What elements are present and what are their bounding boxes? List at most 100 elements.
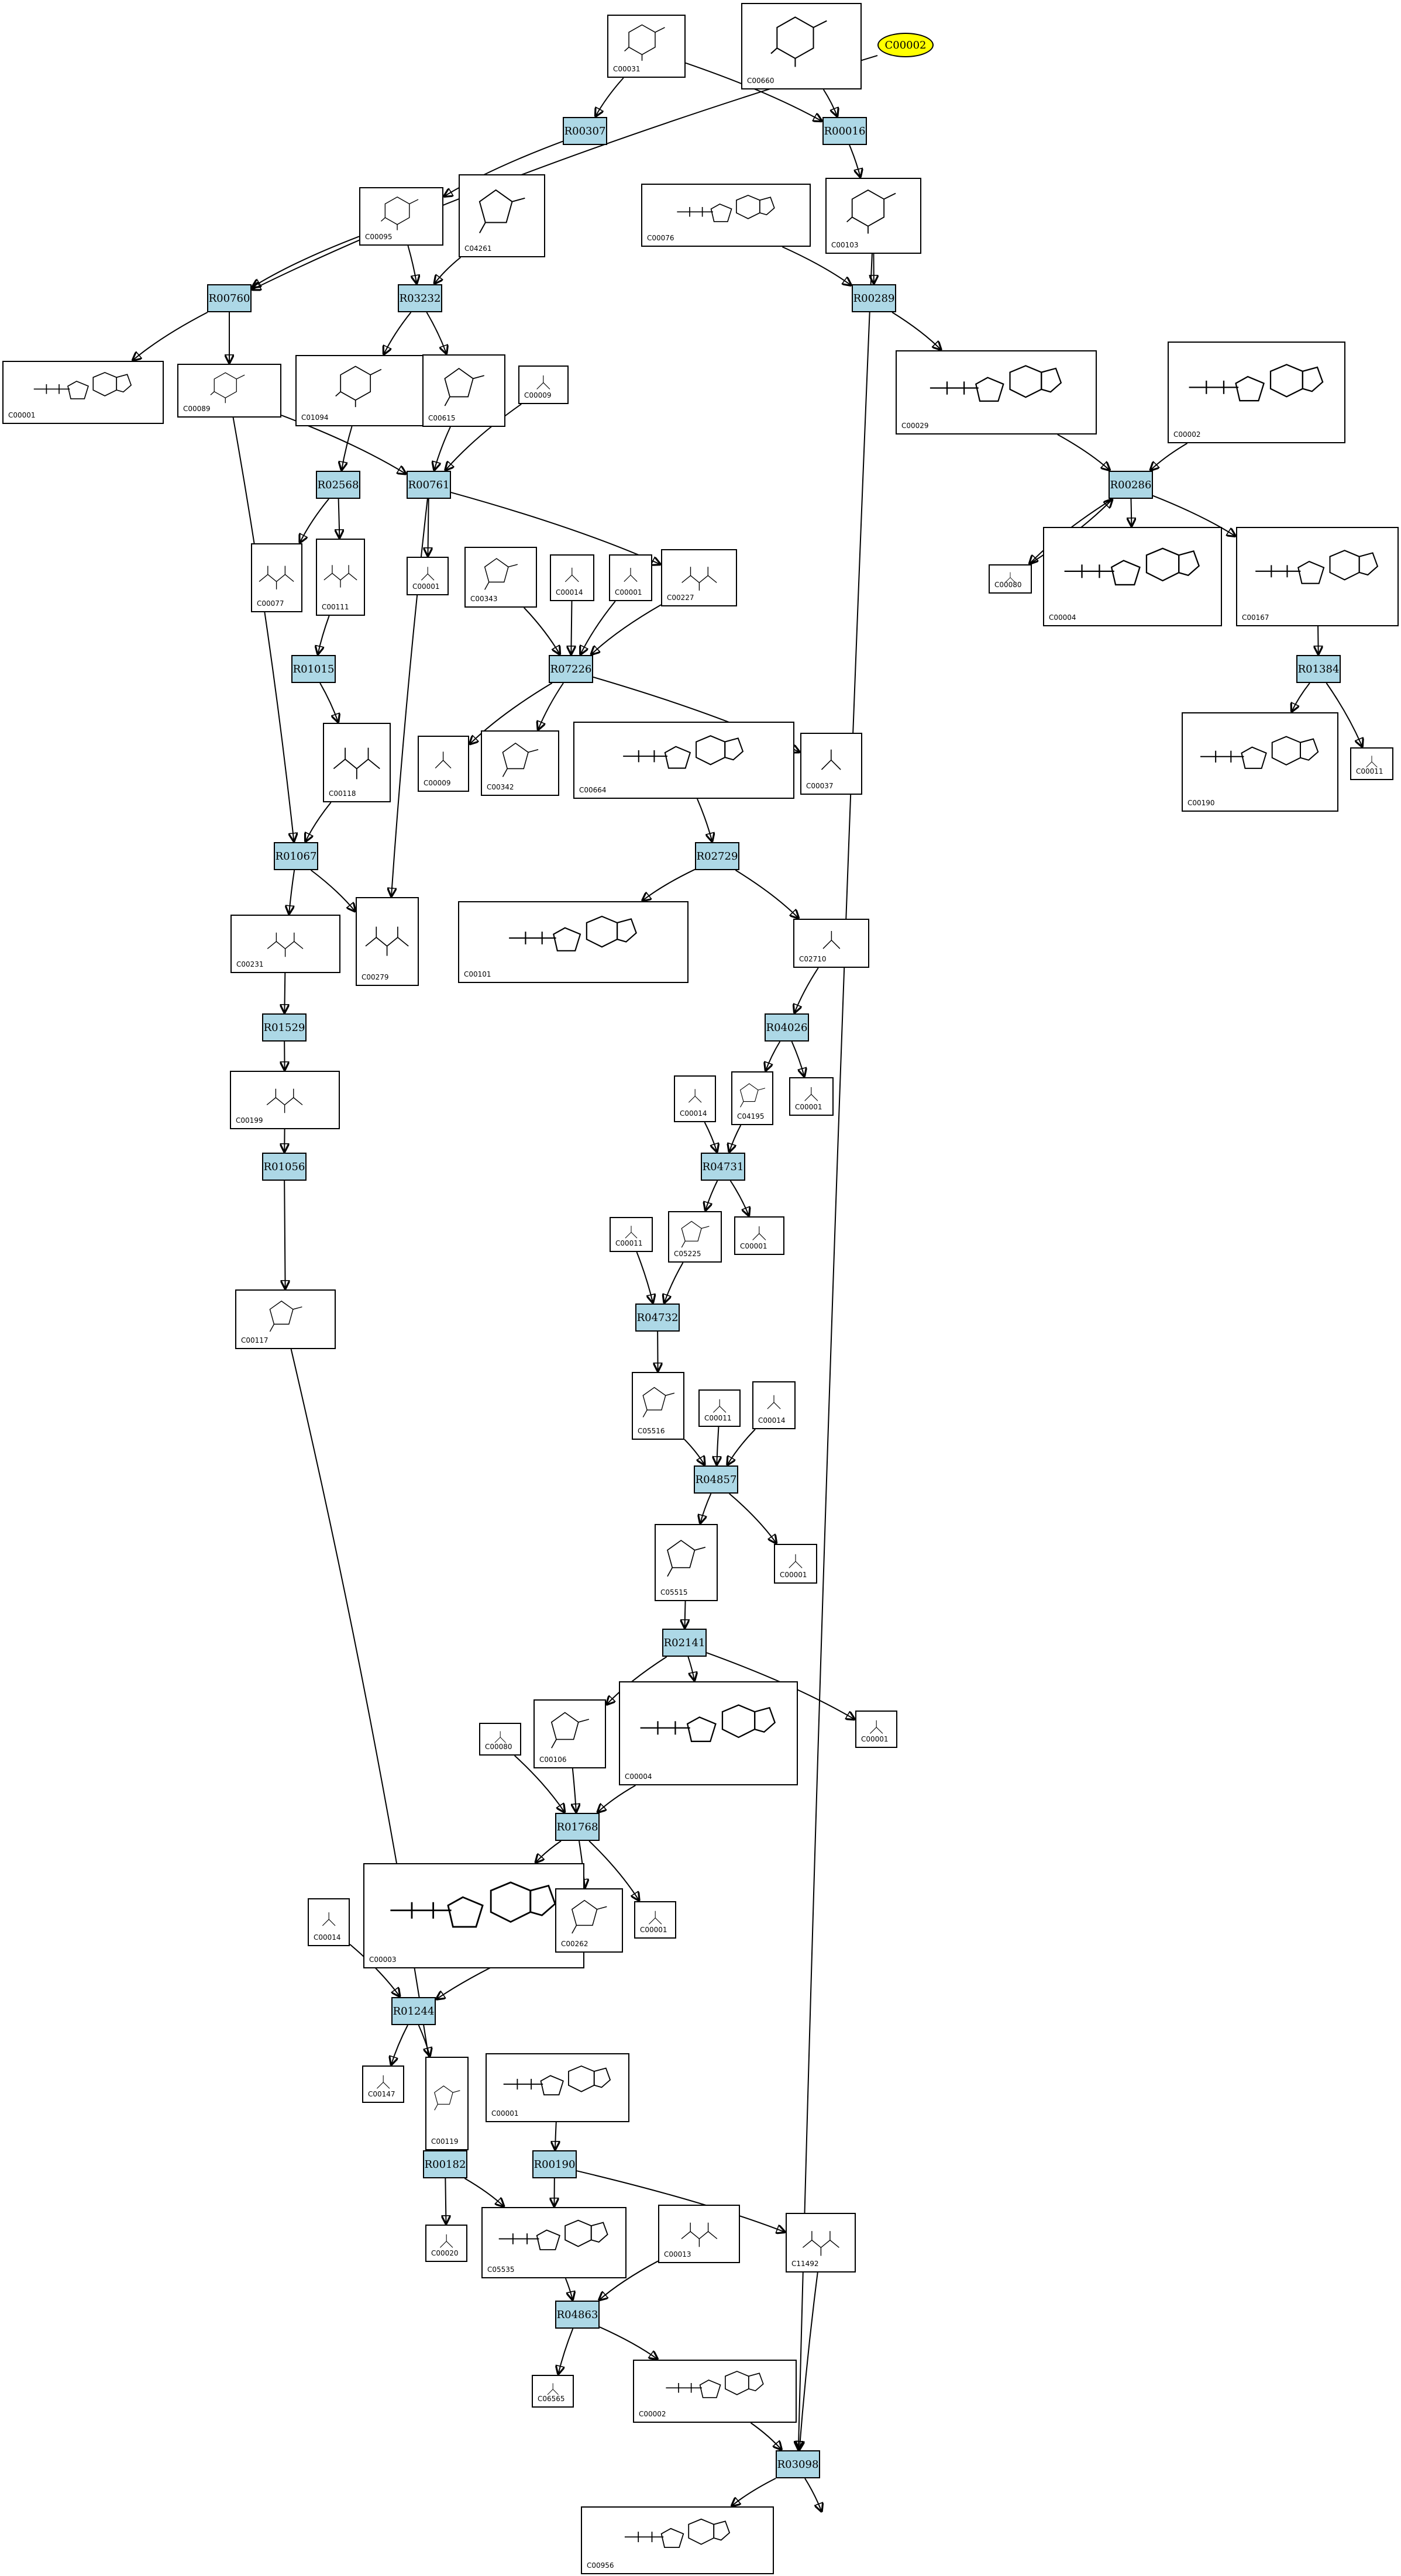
- compound-node[interactable]: C00615: [422, 354, 505, 427]
- compound-node[interactable]: C00089: [177, 364, 281, 418]
- compound-id: C00001: [412, 582, 440, 591]
- compound-node[interactable]: C00343: [464, 547, 537, 608]
- compound-node[interactable]: C00147: [362, 2065, 404, 2103]
- compound-node[interactable]: C00118: [323, 723, 391, 802]
- compound-node[interactable]: C01094: [295, 355, 425, 426]
- compound-node[interactable]: C00077: [251, 543, 302, 612]
- compound-node[interactable]: C00111: [316, 539, 365, 616]
- compound-node[interactable]: C02710: [793, 919, 869, 968]
- compound-node[interactable]: C00001: [407, 557, 449, 595]
- compound-id: C00002: [1173, 430, 1201, 439]
- compound-node[interactable]: C00167: [1236, 527, 1399, 626]
- compound-node[interactable]: C00031: [607, 15, 686, 78]
- compound-node[interactable]: C00004: [619, 1681, 798, 1785]
- compound-node[interactable]: C00001: [734, 1216, 784, 1255]
- reaction-edge: [319, 682, 338, 723]
- compound-node[interactable]: C00080: [479, 1723, 521, 1756]
- reaction-node[interactable]: R04026: [765, 1013, 809, 1042]
- compound-node[interactable]: C05515: [655, 1524, 718, 1601]
- compound-node[interactable]: C00080: [989, 564, 1032, 594]
- compound-node[interactable]: C00279: [356, 897, 419, 986]
- reaction-node[interactable]: R00307: [563, 117, 607, 145]
- compound-node[interactable]: C06565: [532, 2375, 574, 2408]
- compound-node[interactable]: C00664: [573, 722, 794, 799]
- compound-node[interactable]: C00014: [550, 554, 594, 601]
- reaction-node[interactable]: R01067: [274, 842, 318, 870]
- compound-node[interactable]: C00014: [674, 1075, 716, 1122]
- reaction-node[interactable]: R02729: [695, 842, 739, 870]
- compound-node[interactable]: C00103: [825, 178, 921, 254]
- reaction-node[interactable]: R00190: [532, 2150, 577, 2178]
- compound-node[interactable]: C04261: [459, 174, 545, 257]
- compound-node[interactable]: C00106: [533, 1699, 606, 1768]
- compound-node[interactable]: C00342: [481, 730, 559, 796]
- reaction-node[interactable]: R03098: [776, 2450, 820, 2478]
- compound-node[interactable]: C00011: [610, 1217, 653, 1252]
- compound-node[interactable]: C00011: [698, 1389, 741, 1427]
- compound-node[interactable]: C00014: [308, 1898, 350, 1946]
- compound-node[interactable]: C00660: [741, 3, 862, 89]
- compound-node[interactable]: C00001: [2, 361, 164, 424]
- compound-node[interactable]: C00001: [634, 1901, 676, 1939]
- compound-node[interactable]: C00009: [418, 736, 469, 792]
- reaction-edge: [342, 426, 353, 471]
- reaction-node[interactable]: R00016: [822, 117, 867, 145]
- reaction-node[interactable]: R00760: [207, 284, 252, 312]
- compound-node[interactable]: C00956: [581, 2506, 774, 2574]
- compound-node[interactable]: C00002: [1168, 342, 1345, 443]
- compound-node[interactable]: C00001: [774, 1544, 817, 1584]
- compound-node[interactable]: C00014: [752, 1381, 796, 1429]
- compound-node[interactable]: C00262: [555, 1888, 623, 1953]
- compound-node[interactable]: C00003: [363, 1863, 584, 1968]
- reaction-node[interactable]: R00286: [1109, 471, 1153, 499]
- compound-node[interactable]: C11492: [786, 2213, 856, 2272]
- reaction-node[interactable]: R01056: [262, 1153, 307, 1181]
- reaction-edge: [1152, 495, 1236, 537]
- compound-node[interactable]: C00037: [800, 733, 862, 795]
- highlighted-compound[interactable]: C00002: [877, 33, 934, 57]
- reaction-node[interactable]: R04857: [694, 1465, 738, 1494]
- reaction-node[interactable]: R01768: [555, 1813, 600, 1841]
- compound-node[interactable]: C00013: [658, 2205, 740, 2263]
- compound-node[interactable]: C00227: [661, 549, 737, 606]
- compound-node[interactable]: C00199: [230, 1071, 340, 1129]
- compound-id: C00342: [487, 783, 514, 791]
- reaction-node[interactable]: R02568: [316, 471, 360, 499]
- compound-node[interactable]: C00076: [641, 184, 811, 247]
- reaction-node[interactable]: R01015: [291, 655, 336, 683]
- reaction-node[interactable]: R01384: [1296, 655, 1341, 683]
- compound-node[interactable]: C00020: [425, 2225, 467, 2262]
- compound-node[interactable]: C00011: [1350, 747, 1393, 780]
- reaction-node[interactable]: R00761: [407, 471, 451, 499]
- reaction-edge: [849, 144, 860, 178]
- reaction-node[interactable]: R03232: [398, 284, 442, 312]
- reaction-node[interactable]: R07226: [549, 655, 593, 683]
- reaction-node[interactable]: R04731: [701, 1153, 745, 1181]
- reaction-node[interactable]: R02141: [662, 1629, 707, 1657]
- compound-node[interactable]: C00101: [458, 901, 689, 983]
- reaction-node[interactable]: R01529: [262, 1013, 307, 1042]
- reaction-node[interactable]: R04863: [555, 2301, 600, 2329]
- reaction-node[interactable]: R04732: [635, 1303, 680, 1332]
- compound-node[interactable]: C00009: [518, 365, 569, 404]
- compound-node[interactable]: C00001: [855, 1711, 897, 1748]
- compound-node[interactable]: C00001: [789, 1077, 834, 1116]
- compound-node[interactable]: C04195: [731, 1071, 773, 1125]
- compound-node[interactable]: C00002: [633, 2360, 797, 2423]
- compound-node[interactable]: C00029: [896, 350, 1097, 434]
- compound-node[interactable]: C00119: [425, 2057, 469, 2150]
- compound-node[interactable]: C05225: [668, 1211, 722, 1263]
- reaction-node[interactable]: R01244: [391, 1997, 436, 2025]
- reaction-node[interactable]: R00182: [423, 2150, 467, 2178]
- compound-node[interactable]: C05516: [632, 1372, 684, 1440]
- compound-node[interactable]: C00004: [1043, 527, 1222, 626]
- compound-node[interactable]: C05535: [481, 2207, 627, 2278]
- compound-node[interactable]: C00001: [486, 2053, 629, 2122]
- compound-node[interactable]: C00117: [235, 1289, 336, 1349]
- compound-node[interactable]: C00190: [1182, 712, 1338, 812]
- reaction-node[interactable]: R00289: [852, 284, 896, 312]
- compound-node[interactable]: C00231: [230, 915, 340, 973]
- compound-node[interactable]: C00095: [359, 187, 443, 246]
- compound-node[interactable]: C00001: [609, 554, 652, 601]
- compound-id: C05516: [638, 1427, 665, 1435]
